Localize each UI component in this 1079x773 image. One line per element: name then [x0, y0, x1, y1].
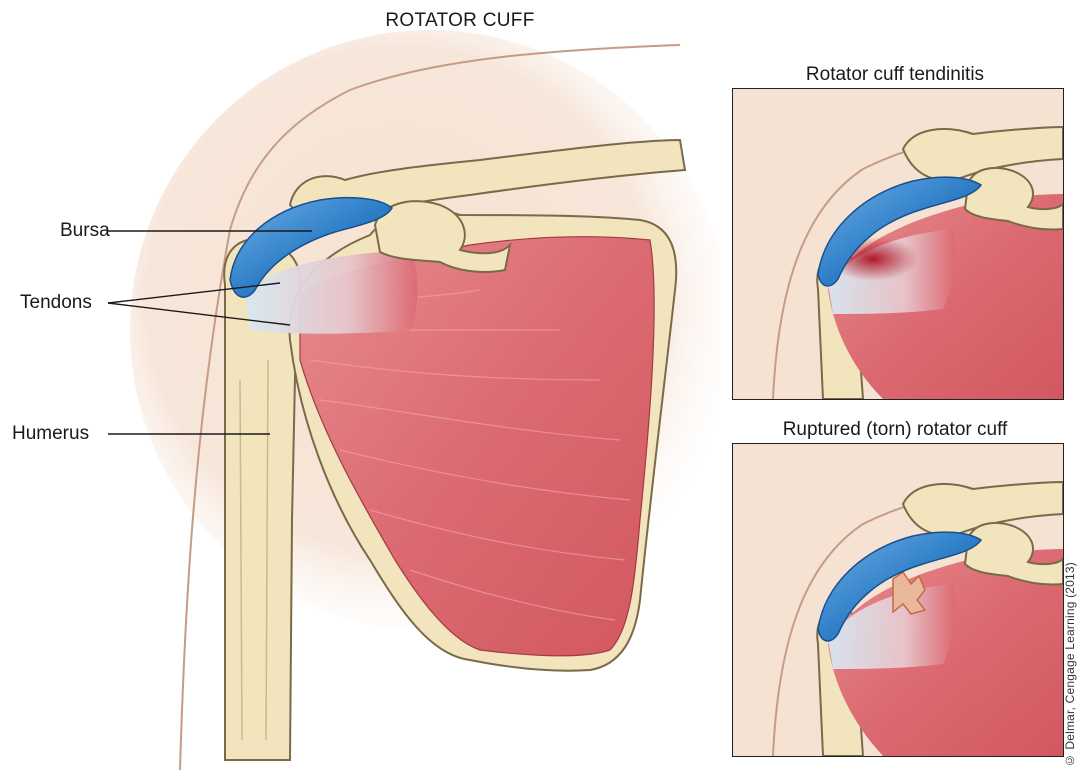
- rupture-illustration: [733, 444, 1063, 756]
- tendinitis-illustration: [733, 89, 1063, 399]
- main-illustration: [0, 0, 720, 773]
- tendinitis-panel-title: Rotator cuff tendinitis: [730, 64, 1060, 86]
- tendons-label: Tendons: [20, 292, 92, 314]
- humerus-label: Humerus: [12, 423, 89, 445]
- rupture-panel: [732, 443, 1064, 757]
- bursa-label: Bursa: [60, 220, 110, 242]
- copyright-credit: © Delmar, Cengage Learning (2013): [1063, 562, 1077, 767]
- rupture-panel-title: Ruptured (torn) rotator cuff: [730, 419, 1060, 441]
- tendinitis-panel: [732, 88, 1064, 400]
